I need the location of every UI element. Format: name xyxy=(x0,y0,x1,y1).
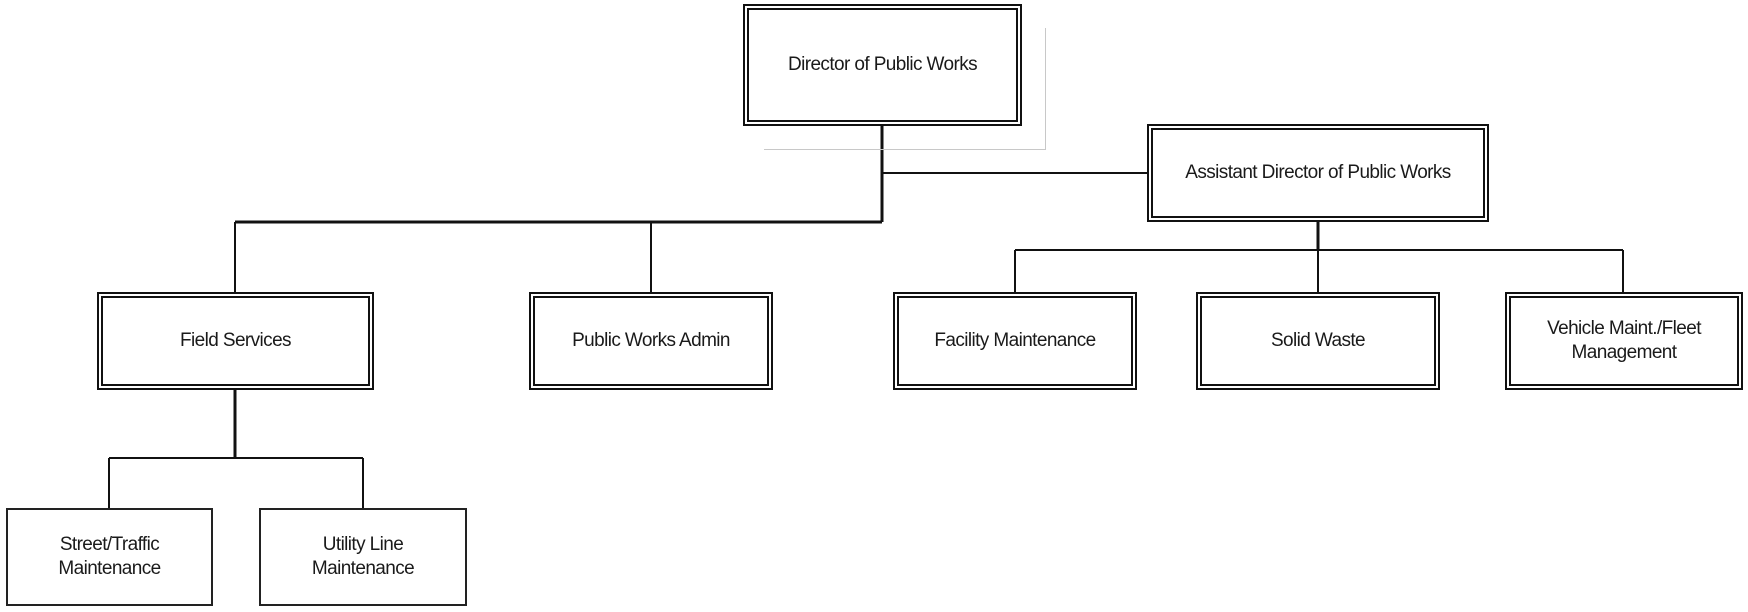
solid-waste-box: Solid Waste xyxy=(1196,292,1440,390)
vehicle-maint-box: Vehicle Maint./Fleet Management xyxy=(1505,292,1743,390)
field-services-box: Field Services xyxy=(97,292,374,390)
director-shadow-frame xyxy=(764,28,1046,150)
facility-maintenance-box: Facility Maintenance xyxy=(893,292,1137,390)
director-box: Director of Public Works xyxy=(743,4,1022,126)
assistant-director-box: Assistant Director of Public Works xyxy=(1147,124,1489,222)
street-traffic-box: Street/Traffic Maintenance xyxy=(6,508,213,606)
public-works-admin-box: Public Works Admin xyxy=(529,292,773,390)
utility-line-box: Utility Line Maintenance xyxy=(259,508,467,606)
